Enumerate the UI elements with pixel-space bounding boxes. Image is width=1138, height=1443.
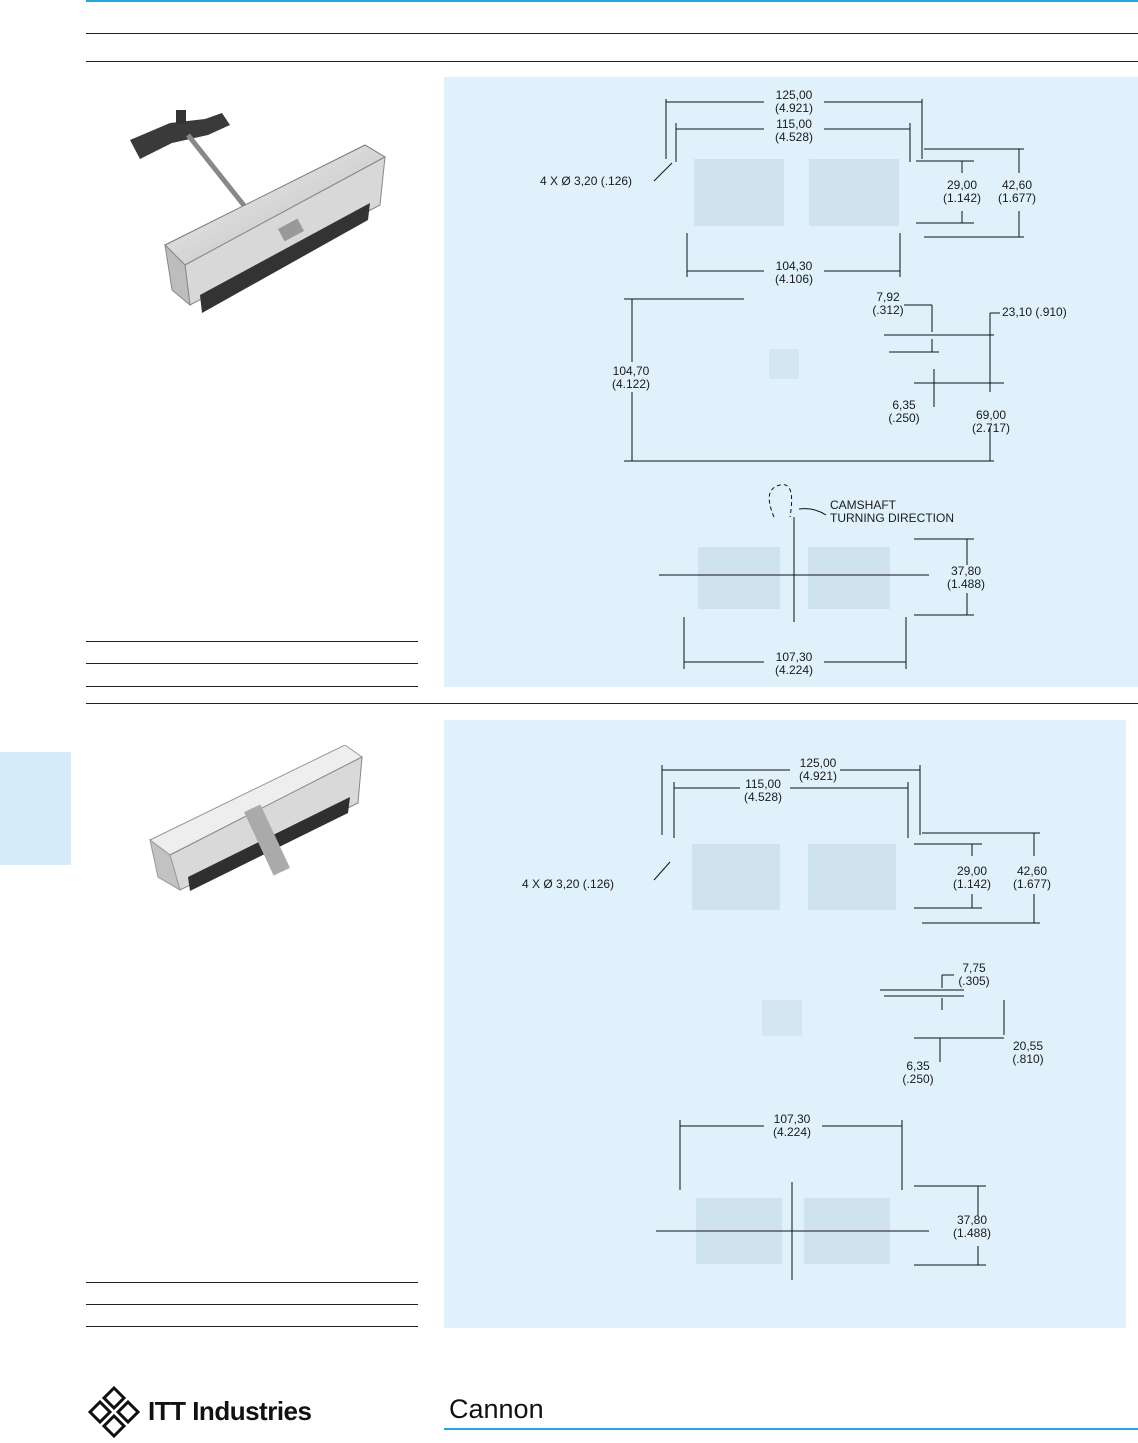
side-tab	[0, 752, 71, 865]
table-rule-2b	[86, 1304, 418, 1305]
dim-125-label: 125,00(4.921)	[774, 88, 814, 115]
dim-378-label: 37,80(1.488)	[946, 564, 986, 591]
header-rule-1	[86, 33, 1138, 34]
dim-29-label: 29,00(1.142)	[942, 178, 982, 205]
dim-775-label: 7,75(.305)	[958, 961, 990, 988]
brand-name: Cannon	[449, 1394, 544, 1424]
dim-792-label: 7,92(.312)	[872, 290, 904, 317]
dim-29-label-2: 29,00(1.142)	[952, 864, 992, 891]
connector-handle-photo	[130, 110, 387, 313]
section-divider	[86, 703, 1138, 704]
table-rule-2a	[86, 1282, 418, 1283]
table-rule-1a	[86, 641, 418, 642]
dim-115-label: 115,00(4.528)	[774, 117, 814, 144]
dim-42-label: 42,60(1.677)	[997, 178, 1037, 205]
dim-10470-label: 104,70(4.122)	[611, 364, 651, 391]
dim-104-label: 104,30(4.106)	[774, 259, 814, 286]
dim-635-label-2: 6,35(.250)	[902, 1059, 934, 1086]
drawing-2	[653, 765, 1040, 1280]
dim-69-label: 69,00(2.717)	[971, 408, 1011, 435]
hole-callout-2: 4 X Ø 3,20 (.126)	[522, 877, 615, 891]
company-name: ITT Industries	[148, 1396, 312, 1426]
dim-125-label-2: 125,00(4.921)	[798, 756, 838, 783]
dim-1073-label-2: 107,30(4.224)	[772, 1112, 812, 1139]
table-rule-1c	[86, 686, 418, 687]
brand-rule	[444, 1428, 1138, 1430]
table-rule-2c	[86, 1326, 418, 1327]
table-rule-1b	[86, 663, 418, 664]
header-rule-2	[86, 61, 1138, 62]
dim-2055-label: 20,55(.810)	[1012, 1039, 1044, 1066]
dim-115-label-2: 115,00(4.528)	[743, 777, 783, 804]
dim-378-label-2: 37,80(1.488)	[952, 1213, 992, 1240]
dim-1073-label: 107,30(4.224)	[774, 650, 814, 677]
top-view-drawing-1	[624, 99, 1024, 669]
connector-photo	[149, 745, 363, 892]
dim-2310-label: 23,10 (.910)	[1002, 305, 1067, 319]
drawing-panel-1	[444, 77, 1138, 687]
dim-635-label: 6,35(.250)	[888, 398, 920, 425]
itt-logo-icon	[87, 1385, 141, 1439]
dim-42-label-2: 42,60(1.677)	[1012, 864, 1052, 891]
hole-callout: 4 X Ø 3,20 (.126)	[540, 174, 633, 188]
top-accent-bar	[86, 0, 1138, 2]
